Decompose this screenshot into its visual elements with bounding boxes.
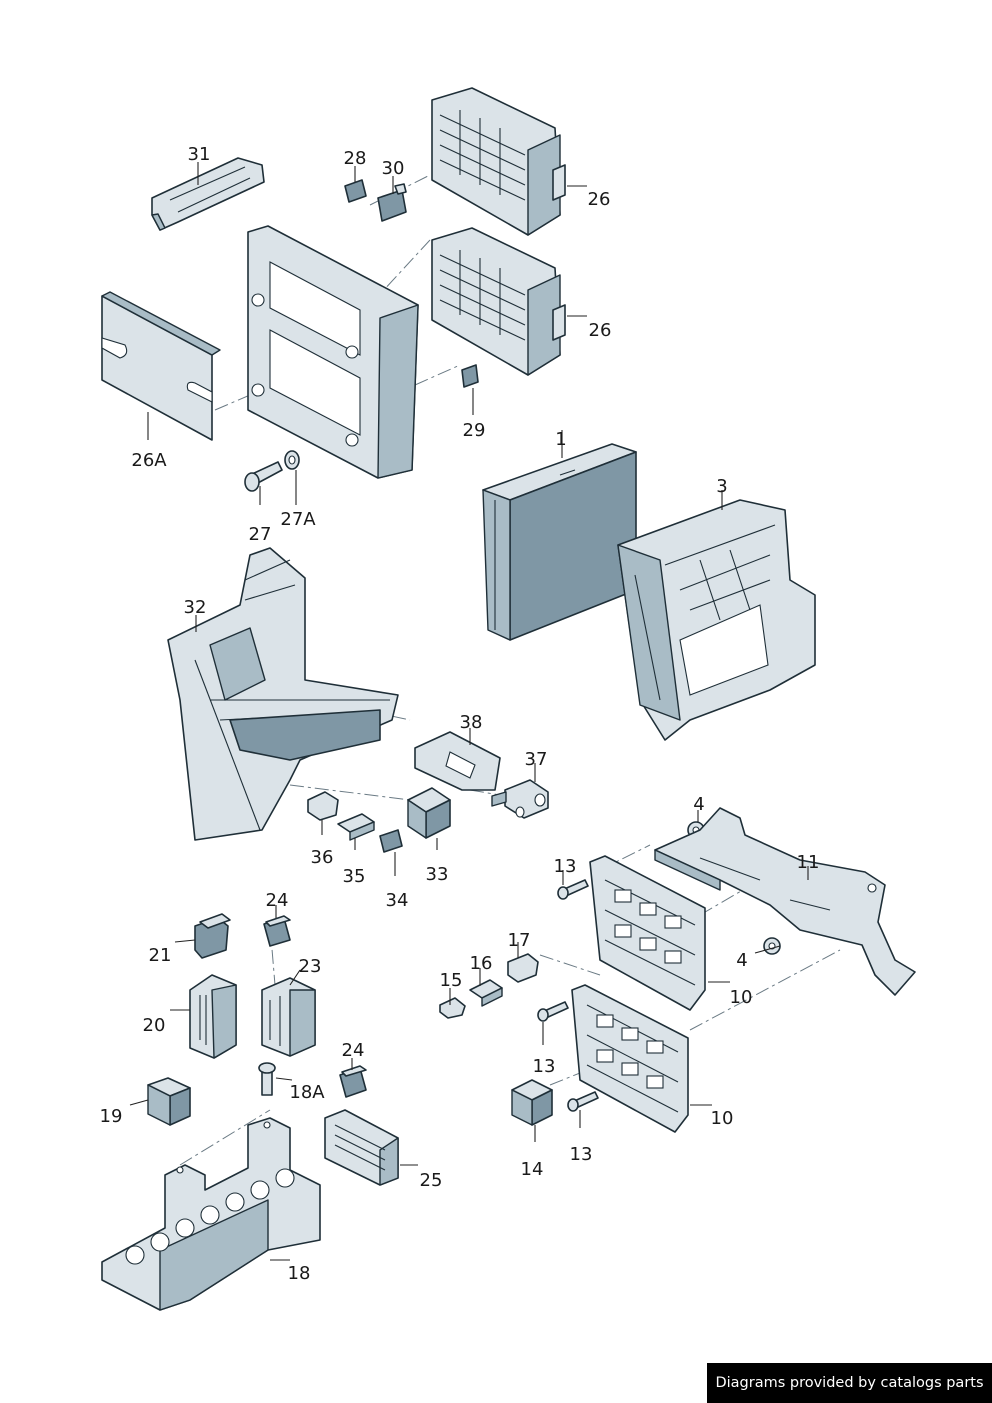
part-27A-washer [284,450,300,470]
part-11-support-rail [654,807,916,996]
part-36-connector [307,791,339,821]
callout-4-upper: 4 [693,794,704,815]
part-21-fuse [194,913,231,959]
callout-32: 32 [184,597,207,618]
part-28-fuse [344,179,367,203]
callout-10-lower: 10 [711,1108,734,1129]
part-3-bracket [617,499,816,741]
callout-11: 11 [797,852,820,873]
callout-25: 25 [420,1170,443,1191]
callout-18: 18 [288,1263,311,1284]
callout-15: 15 [440,970,463,991]
callout-18A: 18A [289,1082,325,1103]
part-10-relay-plate-upper [589,855,706,1011]
credit-banner: Diagrams provided by catalogs parts [707,1363,992,1403]
part-19-relay [147,1077,191,1126]
part-frame [247,225,419,479]
part-4-nut-lower [763,937,781,955]
callout-1: 1 [555,429,566,450]
callout-29: 29 [463,420,486,441]
callout-23: 23 [299,956,322,977]
callout-16: 16 [470,953,493,974]
callout-19: 19 [100,1106,123,1127]
callout-26A: 26A [131,450,167,471]
part-33-relay [407,787,451,839]
callout-24-lower: 24 [342,1040,365,1061]
callout-34: 34 [386,890,409,911]
callout-28: 28 [344,148,367,169]
callout-10-upper: 10 [730,987,753,1008]
part-27-screw [244,461,283,492]
callout-13-third: 13 [570,1144,593,1165]
part-26A-cover [101,291,221,441]
part-30-fuse [377,183,407,222]
callout-24-upper: 24 [266,890,289,911]
callout-labels: 31 28 30 26 26 29 26A 27 27A 1 3 32 38 3… [100,144,820,1284]
part-16-fuse [469,979,503,1007]
callout-36: 36 [311,847,334,868]
part-15-fuse [439,997,466,1019]
part-18A-screw [258,1062,276,1096]
callout-4-lower: 4 [736,950,747,971]
callout-37: 37 [525,749,548,770]
callout-33: 33 [426,864,449,885]
part-29-fuse [461,364,479,388]
callout-27: 27 [249,524,272,545]
part-13-screw-3 [567,1091,599,1112]
part-38-holder [414,731,501,791]
part-31-fuse-puller [151,157,265,231]
callout-26-upper: 26 [588,189,611,210]
part-17-connector [507,953,539,983]
callout-14: 14 [521,1159,544,1180]
leader-lines [129,162,809,1261]
part-35-fuse [337,813,375,841]
part-37-connector [491,779,549,819]
part-26-connector-lower [431,227,566,376]
part-1-control-unit [482,443,637,641]
callout-3: 3 [716,476,727,497]
callout-35: 35 [343,866,366,887]
part-26-connector-upper [431,87,566,236]
callout-26-lower: 26 [589,320,612,341]
callout-30: 30 [382,158,405,179]
callout-21: 21 [149,945,172,966]
callout-13-first: 13 [554,856,577,877]
part-14-relay [511,1079,553,1126]
callout-20: 20 [143,1015,166,1036]
part-18-relay-base [101,1117,321,1311]
part-25-connector [324,1109,399,1186]
part-24-fuse-upper [263,915,291,947]
callout-13-second: 13 [533,1056,556,1077]
callout-31: 31 [188,144,211,165]
part-34-fuse [379,829,403,853]
callout-27A: 27A [280,509,316,530]
part-20-connector [189,974,237,1059]
part-10-relay-plate-lower [571,984,689,1133]
part-13-screw-1 [557,879,589,900]
callout-38: 38 [460,712,483,733]
part-23-connector [261,977,316,1057]
part-32-relay-carrier [167,547,399,841]
part-13-screw-2 [537,1001,569,1022]
callout-17: 17 [508,930,531,951]
part-24-fuse-lower [339,1065,367,1098]
